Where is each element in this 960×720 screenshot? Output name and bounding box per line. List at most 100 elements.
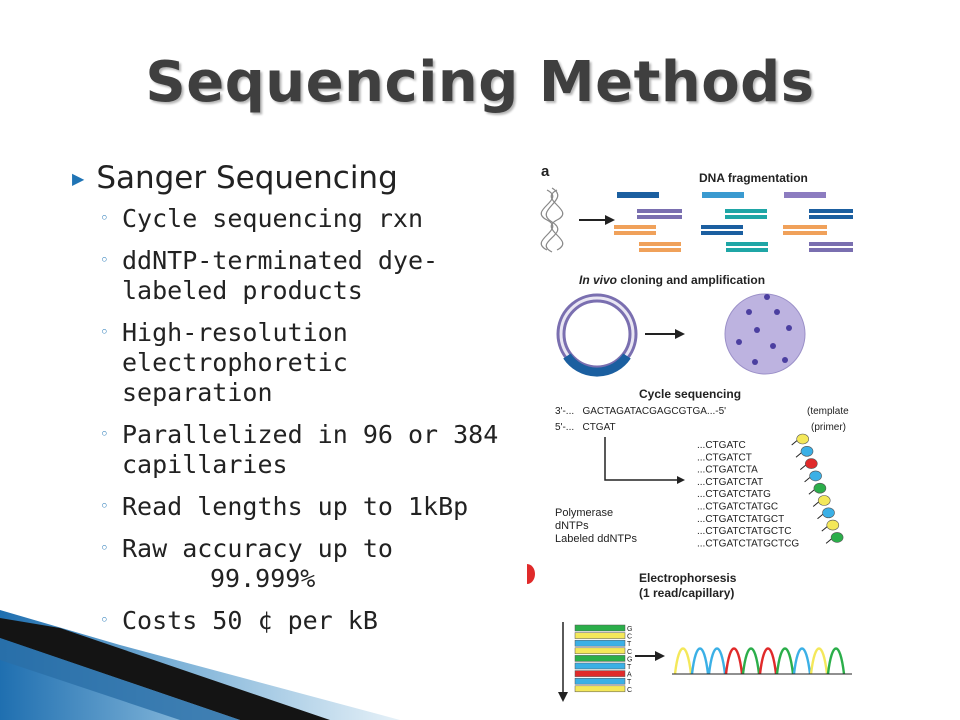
ladder-base-letter: T xyxy=(627,664,632,671)
ladder-base-letter: A xyxy=(627,672,632,679)
chromatogram-peak xyxy=(741,647,761,675)
dye-label-icon xyxy=(817,495,831,506)
chromatogram-peak xyxy=(758,647,778,675)
bullet-list: ▶ Sanger Sequencing ◦ Cycle sequencing rx… xyxy=(72,160,512,648)
dna-helix-icon xyxy=(540,187,564,253)
dye-stem xyxy=(808,488,816,495)
chromatogram-peak xyxy=(809,647,829,675)
cycle-sequencing-label: Cycle sequencing xyxy=(639,387,741,401)
reagent-label: Polymerase xyxy=(555,507,613,519)
sequencing-figure: a DNA fragmentation In vivo cloning and … xyxy=(527,163,853,702)
chromatogram-peak xyxy=(707,647,727,675)
product-sequence: ...CTGATCTA xyxy=(697,465,758,476)
dye-label-icon xyxy=(830,532,844,543)
in-vivo-label-italic: In vivo xyxy=(579,273,617,287)
chromatogram-peak xyxy=(792,647,812,675)
dna-fragmentation-label: DNA fragmentation xyxy=(699,171,808,185)
product-sequence: ...CTGATCT xyxy=(697,452,752,463)
circle-bullet-icon: ◦ xyxy=(100,209,109,227)
sub-bullet-text: ddNTP-terminated dye- labeled products xyxy=(122,246,439,305)
ladder-base-letter: T xyxy=(627,679,632,686)
sub-bullet: ◦Read lengths up to 1kBp xyxy=(72,492,512,522)
ladder-band xyxy=(574,655,626,662)
decorative-ribbon xyxy=(0,610,400,720)
circle-bullet-icon: ◦ xyxy=(100,323,109,341)
dye-stem xyxy=(799,464,807,470)
sub-bullet-list: ◦ Cycle sequencing rxn ◦ ddNTP-terminated … xyxy=(72,204,512,636)
chromatogram-peak xyxy=(673,647,693,675)
electrophoresis-label: Electrophorsesis xyxy=(639,571,737,585)
ladder-base-letter: C xyxy=(627,649,632,656)
reagent-label: Labeled ddNTPs xyxy=(555,533,637,545)
template-tag: (template xyxy=(807,406,849,417)
arrow-head-icon xyxy=(677,476,685,484)
sub-bullet: ◦Parallelized in 96 or 384 capillaries xyxy=(72,420,512,480)
primer-tag: (primer) xyxy=(811,422,846,433)
main-bullet: ▶ Sanger Sequencing xyxy=(72,160,512,196)
chromatogram-peak xyxy=(690,647,710,675)
circle-bullet-icon: ◦ xyxy=(100,497,109,515)
chromatogram-peak xyxy=(724,647,744,675)
circle-bullet-icon: ◦ xyxy=(100,611,109,629)
product-sequence: ...CTGATCTATGCT xyxy=(697,514,784,525)
sub-bullet-text: High-resolution electrophoretic separati… xyxy=(122,318,348,407)
bracket-arrow-icon xyxy=(604,437,677,481)
sub-bullet: ◦ Cycle sequencing rxn xyxy=(72,204,512,234)
dye-stem xyxy=(812,501,820,507)
arrow-head-icon xyxy=(558,692,568,702)
ladder-band xyxy=(574,647,626,655)
main-bullet-text: Sanger Sequencing xyxy=(96,160,398,196)
ladder-base-letter: T xyxy=(627,641,632,648)
sub-bullet: ◦ High-resolution electrophoretic separat… xyxy=(72,318,512,408)
product-sequence: ...CTGATCTATG xyxy=(697,489,771,500)
chromatogram-peak xyxy=(826,647,846,675)
arrow-bullet-icon: ▶ xyxy=(72,168,85,188)
arrow-head-icon xyxy=(675,329,685,339)
ladder-band xyxy=(574,632,626,639)
circle-bullet-icon: ◦ xyxy=(100,539,109,557)
dye-label-icon xyxy=(813,482,827,494)
arrow-head-icon xyxy=(605,215,615,225)
ladder-base-letter: G xyxy=(627,656,632,663)
sub-bullet-text: Cycle sequencing rxn xyxy=(122,204,424,233)
electrophoresis-sub-label: (1 read/capillary) xyxy=(639,586,734,600)
ladder-band xyxy=(574,662,626,670)
product-sequence: ...CTGATCTATGCTCG xyxy=(697,538,799,549)
ladder-band xyxy=(574,670,626,677)
ribbon-stripe-shape xyxy=(0,638,240,720)
product-list: ...CTGATC...CTGATCT ...CTGATCTA ...CTGATCT… xyxy=(697,433,844,549)
ladder-band xyxy=(574,677,626,685)
dye-label-icon xyxy=(800,445,814,457)
dye-stem xyxy=(804,476,811,483)
plasmid-icon xyxy=(556,293,638,377)
ladder-band xyxy=(574,685,626,693)
sub-bullet: ◦ ddNTP-terminated dye- labeled products xyxy=(72,246,512,306)
reagent-label: dNTPs xyxy=(555,520,589,532)
red-marker-icon xyxy=(527,564,535,584)
dye-stem xyxy=(795,451,803,458)
sub-bullet-text-continued: 99.999% xyxy=(210,564,316,593)
dye-label-icon xyxy=(804,458,818,469)
product-sequence: ...CTGATC xyxy=(697,440,746,451)
product-sequence: ...CTGATCTATGC xyxy=(697,502,778,513)
dna-fragments xyxy=(614,192,853,252)
dye-stem xyxy=(825,538,833,544)
dye-stem xyxy=(791,439,799,446)
chromatogram xyxy=(673,647,846,675)
circle-bullet-icon: ◦ xyxy=(100,251,109,269)
dye-stem xyxy=(817,513,824,520)
product-sequence: ...CTGATCTATGCTC xyxy=(697,526,791,537)
panel-letter: a xyxy=(541,163,550,180)
sub-bullet-text: Parallelized in 96 or 384 capillaries xyxy=(122,420,499,479)
ladder-base-letter: G xyxy=(627,626,632,633)
in-vivo-label: In vivo cloning and amplification xyxy=(579,273,765,287)
arrow-head-icon xyxy=(655,651,665,661)
ladder-band xyxy=(574,639,626,647)
primer-sequence: 5'-... CTGAT xyxy=(555,422,616,433)
sub-bullet-text: Costs 50 ¢ per kB xyxy=(122,606,378,635)
dye-label-icon xyxy=(796,433,810,445)
dye-label-icon xyxy=(822,507,835,519)
sub-bullet: ◦ Costs 50 ¢ per kB xyxy=(72,606,512,636)
